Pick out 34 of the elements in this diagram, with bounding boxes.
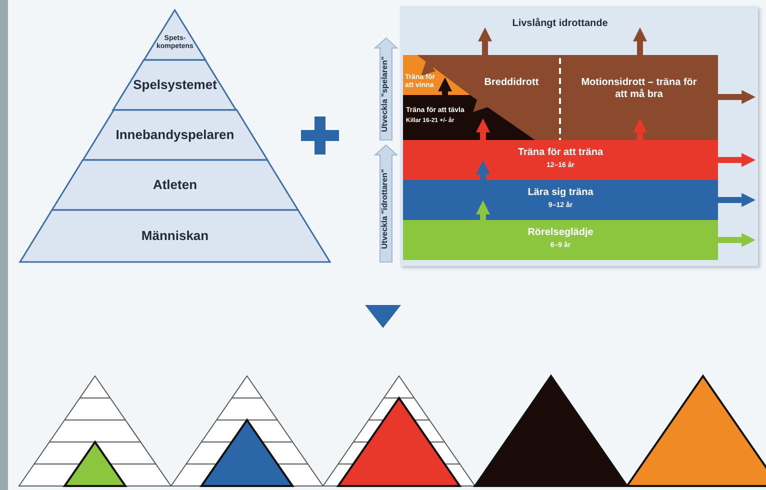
arrow xyxy=(438,77,452,95)
layer-label: Innebandyspelaren xyxy=(114,128,236,142)
stage-band xyxy=(403,220,718,260)
stage-label: Rörelseglädje xyxy=(526,227,594,238)
layer-label: Atleten xyxy=(152,178,198,192)
pyramid-layer xyxy=(113,60,236,110)
stage-label: Träna för att träna xyxy=(516,147,604,158)
axis-label: Utveckla "spelaren" xyxy=(380,55,389,134)
triangle-region xyxy=(403,55,470,95)
arrow xyxy=(478,27,492,55)
pyramid-layer xyxy=(52,160,298,210)
stage-label: Lära sig träna xyxy=(526,187,594,198)
stage-region xyxy=(560,55,718,140)
pyramid-layer xyxy=(82,110,268,160)
stage-label: Breddidrott xyxy=(483,77,540,88)
stage-label: Livslångt idrottande xyxy=(511,18,609,30)
arrow xyxy=(633,27,647,55)
stage-band xyxy=(403,140,718,180)
stage-label: Motionsidrott – träna för att må bra xyxy=(580,77,698,100)
arrow xyxy=(718,153,756,167)
layer-label: Människan xyxy=(140,228,210,244)
arrow xyxy=(476,118,490,140)
pyramid-layer xyxy=(20,210,330,262)
arrow xyxy=(718,193,756,207)
layer-label: Spelsystemet xyxy=(132,78,218,92)
arrow xyxy=(718,233,756,247)
stage-band xyxy=(403,180,718,220)
stage-region xyxy=(403,55,560,140)
arrow xyxy=(633,118,647,140)
axis-label: Utveckla "idrottaren" xyxy=(380,167,389,251)
arrow xyxy=(718,90,756,104)
arrow xyxy=(476,160,490,180)
arrow xyxy=(476,200,490,220)
pyramid-layer xyxy=(144,10,206,60)
